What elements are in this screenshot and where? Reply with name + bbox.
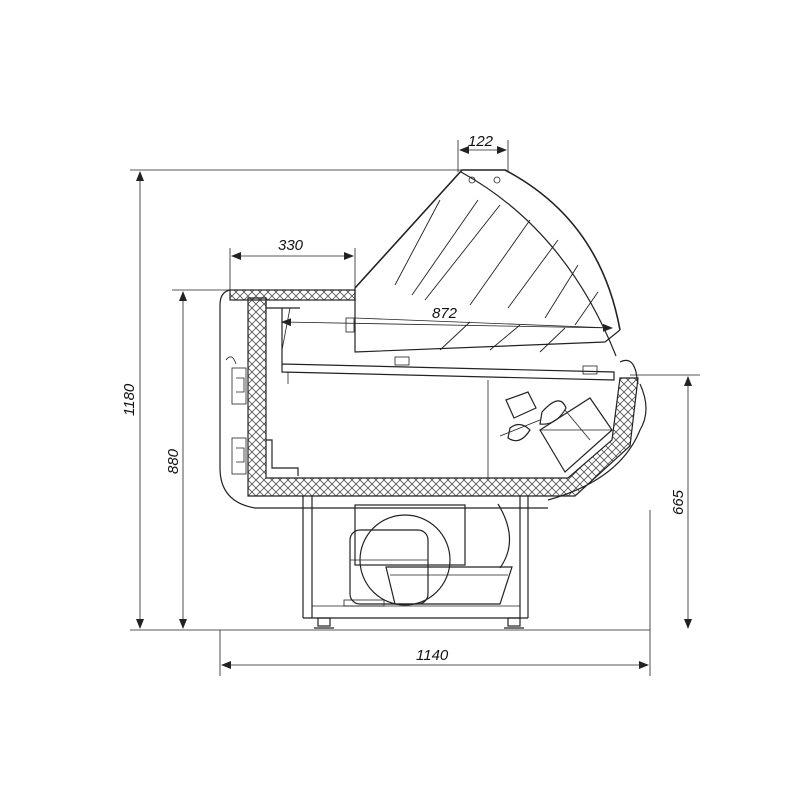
dimension-122: 122 bbox=[468, 133, 494, 150]
dimension-lines bbox=[130, 140, 700, 676]
insulated-tub bbox=[247, 297, 647, 501]
dimension-1140: 1140 bbox=[416, 647, 449, 664]
dimension-872: 872 bbox=[432, 305, 458, 322]
dimension-330: 330 bbox=[278, 237, 304, 254]
machine-compartment bbox=[302, 496, 529, 629]
dimension-665: 665 bbox=[670, 489, 687, 515]
rear-panel bbox=[219, 289, 548, 509]
product-display bbox=[487, 380, 613, 478]
dimension-labels: 122 330 872 1140 1180 880 665 bbox=[121, 133, 687, 664]
dimension-1180: 1180 bbox=[121, 383, 138, 416]
dimension-880: 880 bbox=[165, 448, 182, 474]
curved-glass bbox=[345, 169, 621, 375]
